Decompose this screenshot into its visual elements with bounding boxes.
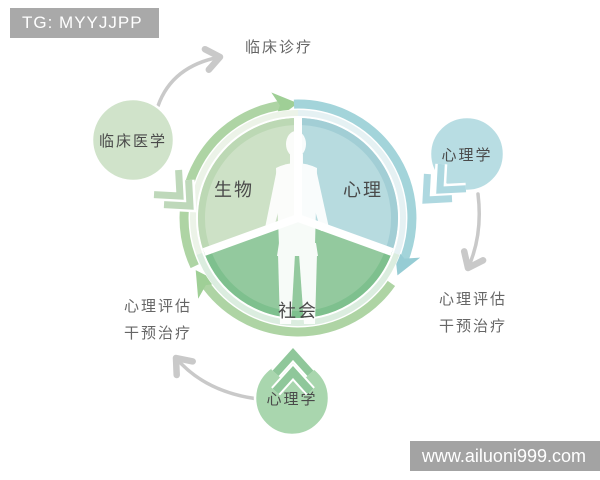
figure-hips — [277, 243, 318, 256]
annotation-left-assessment: 心理评估 干预治疗 — [124, 298, 192, 342]
sector-label-biology: 生物 — [214, 180, 254, 200]
figure-neck — [290, 154, 303, 164]
human-figure — [265, 131, 329, 324]
figure-head — [286, 131, 306, 157]
pale-ring — [189, 109, 407, 327]
pale-arc-bio — [190, 110, 299, 255]
satellite-label: 心理学 — [441, 147, 492, 164]
pale-arc-psy — [297, 110, 406, 255]
annotation-line: 干预治疗 — [124, 325, 192, 342]
sector-label-psychology: 心理 — [343, 180, 383, 200]
satellite-psychology-right: 心理学 — [428, 115, 506, 193]
rim-psychology — [297, 118, 399, 253]
chevron-psych-bottom-to-center — [271, 345, 315, 396]
annotation-clinical-treatment: 临床诊疗 — [245, 39, 313, 56]
chevron-connectors — [153, 163, 467, 396]
watermark-badge: TG: MYYJJPP — [10, 8, 159, 38]
figure-left-arm — [265, 169, 288, 231]
cycle-arc-bottom-arrow — [195, 270, 396, 337]
figure-right-leg — [299, 254, 317, 324]
satellite-circle — [428, 115, 506, 193]
arrow-to-clinical-treatment — [156, 45, 224, 108]
rim-biology — [197, 118, 299, 253]
annotation-line: 心理评估 — [439, 291, 507, 308]
cycle-arc-left-arrow — [179, 92, 298, 269]
sector-society — [204, 218, 392, 318]
watermark-url-text: www.ailuoni999.com — [421, 446, 586, 466]
pale-arc-soc — [196, 252, 400, 326]
chevron-clinical-to-center — [153, 169, 197, 213]
outer-cycle-ring — [177, 92, 421, 339]
center-model-circle: 生物 心理 社会 — [197, 117, 399, 324]
satellite-circle — [90, 97, 176, 183]
rim-society — [204, 249, 392, 318]
satellite-label: 临床医学 — [99, 133, 167, 150]
sector-label-society: 社会 — [278, 301, 318, 321]
arrow-to-right-assessment — [460, 192, 487, 272]
figure-torso — [276, 163, 317, 249]
satellite-label: 心理学 — [266, 391, 317, 408]
satellite-psychology-bottom: 心理学 — [253, 359, 331, 437]
arrowhead — [201, 45, 224, 73]
annotation-right-assessment: 心理评估 干预治疗 — [439, 291, 507, 335]
annotation-line: 干预治疗 — [439, 318, 507, 335]
satellite-clinical-medicine: 临床医学 — [90, 97, 176, 183]
figure-right-arm — [305, 169, 329, 231]
arrowhead — [172, 354, 196, 379]
figure-left-leg — [278, 254, 295, 324]
chevron-psych-right-to-center — [419, 163, 467, 207]
arrowhead — [460, 248, 487, 272]
watermark-url-bar: www.ailuoni999.com — [409, 441, 600, 471]
annotation-line: 心理评估 — [124, 298, 192, 315]
watermark-badge-text: TG: MYYJJPP — [22, 13, 143, 32]
arrow-to-left-assessment — [172, 354, 260, 401]
cycle-arc-right-arrow — [293, 99, 421, 276]
annotation-arrows — [156, 45, 487, 401]
